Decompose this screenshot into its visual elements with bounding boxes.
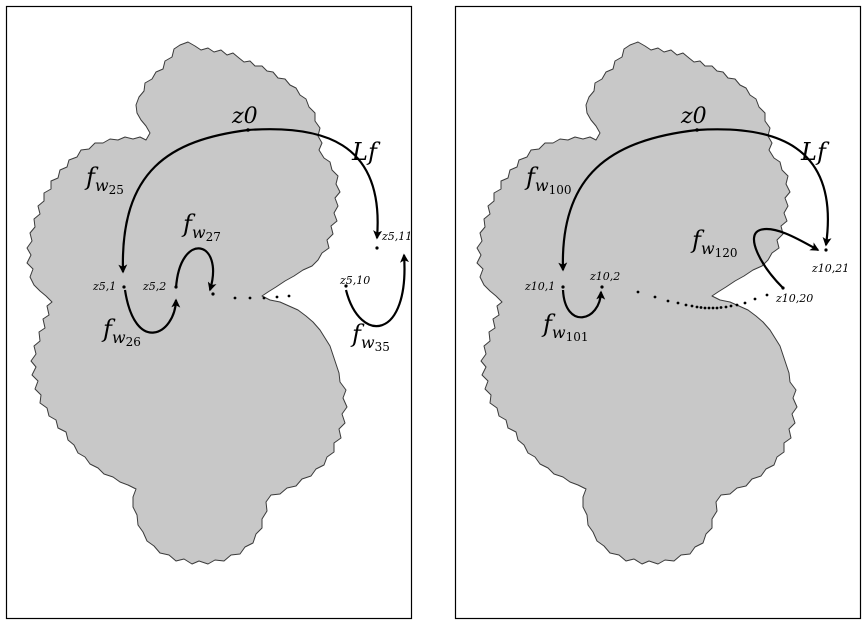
left-label-fw35: fw35 xyxy=(350,320,390,354)
right-label-Lf: Lf xyxy=(800,138,830,166)
left-point-z52 xyxy=(174,285,178,289)
right-label-z0: z0 xyxy=(680,104,707,129)
right-point-z102 xyxy=(600,285,604,289)
left-arrow-fw26 xyxy=(123,289,181,334)
right-arrow-fw100 xyxy=(558,128,698,272)
right-point-z101 xyxy=(561,285,565,289)
right-arrow-fw101 xyxy=(561,289,606,319)
left-panel: z0 Lf fw25 fw26 fw27 fw35 z5,1 z5,2 z5,1… xyxy=(5,5,412,620)
right-orbit-dots xyxy=(636,290,769,310)
right-point-z1020 xyxy=(781,286,785,290)
left-arrow-fw35 xyxy=(344,253,410,328)
right-arrow-Lf xyxy=(696,128,832,247)
right-point-z1021 xyxy=(824,248,828,252)
left-label-z0: z0 xyxy=(231,104,258,129)
left-label-z51: z5,1 xyxy=(92,280,116,293)
left-label-Lf: Lf xyxy=(351,138,381,166)
left-label-z52: z5,2 xyxy=(142,280,166,293)
left-label-z510: z5,10 xyxy=(339,274,370,287)
right-label-fw100: fw100 xyxy=(524,163,572,197)
right-label-z101: z10,1 xyxy=(524,280,555,293)
right-panel: z0 Lf fw100 fw101 fw120 z10,1 z10,2 z10,… xyxy=(454,5,862,620)
left-label-z511: z5,11 xyxy=(381,230,412,243)
left-point-z0 xyxy=(246,128,250,132)
right-point-z0 xyxy=(695,128,699,132)
right-arrow-fw120 xyxy=(752,227,820,289)
right-label-z1021: z10,21 xyxy=(811,262,849,275)
left-point-z510 xyxy=(344,284,348,288)
right-label-z1020: z10,20 xyxy=(775,292,813,305)
left-arrow-fw27 xyxy=(174,247,217,292)
left-arrow-fw25 xyxy=(118,128,249,274)
right-label-z102: z10,2 xyxy=(589,270,620,283)
left-point-z511 xyxy=(375,246,379,250)
left-point-z51 xyxy=(122,285,126,289)
left-arrow-Lf xyxy=(247,128,383,240)
left-orbit-dots xyxy=(211,292,291,300)
